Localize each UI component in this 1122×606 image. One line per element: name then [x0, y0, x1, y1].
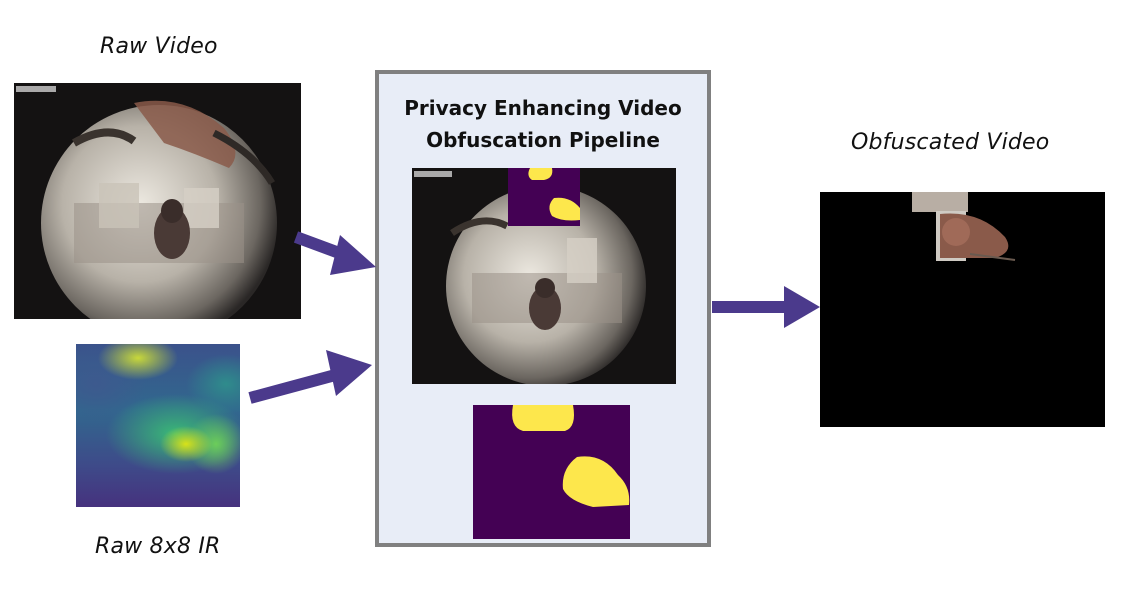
pipeline-title-line1: Privacy Enhancing Video [404, 96, 682, 120]
pipeline-title: Privacy Enhancing Video Obfuscation Pipe… [379, 92, 707, 156]
obfuscated-video-image [820, 192, 1105, 427]
raw-video-image [14, 83, 301, 319]
obfuscated-frame [912, 192, 1016, 261]
pipeline-video-image [412, 168, 676, 384]
arrow-ir-to-pipeline-icon [248, 350, 372, 404]
segmentation-mask [473, 405, 630, 539]
arrow-video-to-pipeline-icon [293, 231, 376, 275]
arrow-pipeline-to-output-icon [712, 286, 820, 328]
pipeline-panel: Privacy Enhancing Video Obfuscation Pipe… [375, 70, 711, 547]
obfuscated-video-label: Obfuscated Video [851, 130, 1050, 155]
fisheye-frame [16, 86, 277, 319]
mask-shapes [512, 405, 630, 507]
raw-video-label: Raw Video [100, 34, 218, 59]
raw-ir-label: Raw 8x8 IR [95, 534, 221, 559]
pipeline-title-line2: Obfuscation Pipeline [426, 128, 660, 152]
pipeline-fisheye-frame [414, 168, 646, 384]
raw-ir-heatmap [76, 344, 240, 507]
